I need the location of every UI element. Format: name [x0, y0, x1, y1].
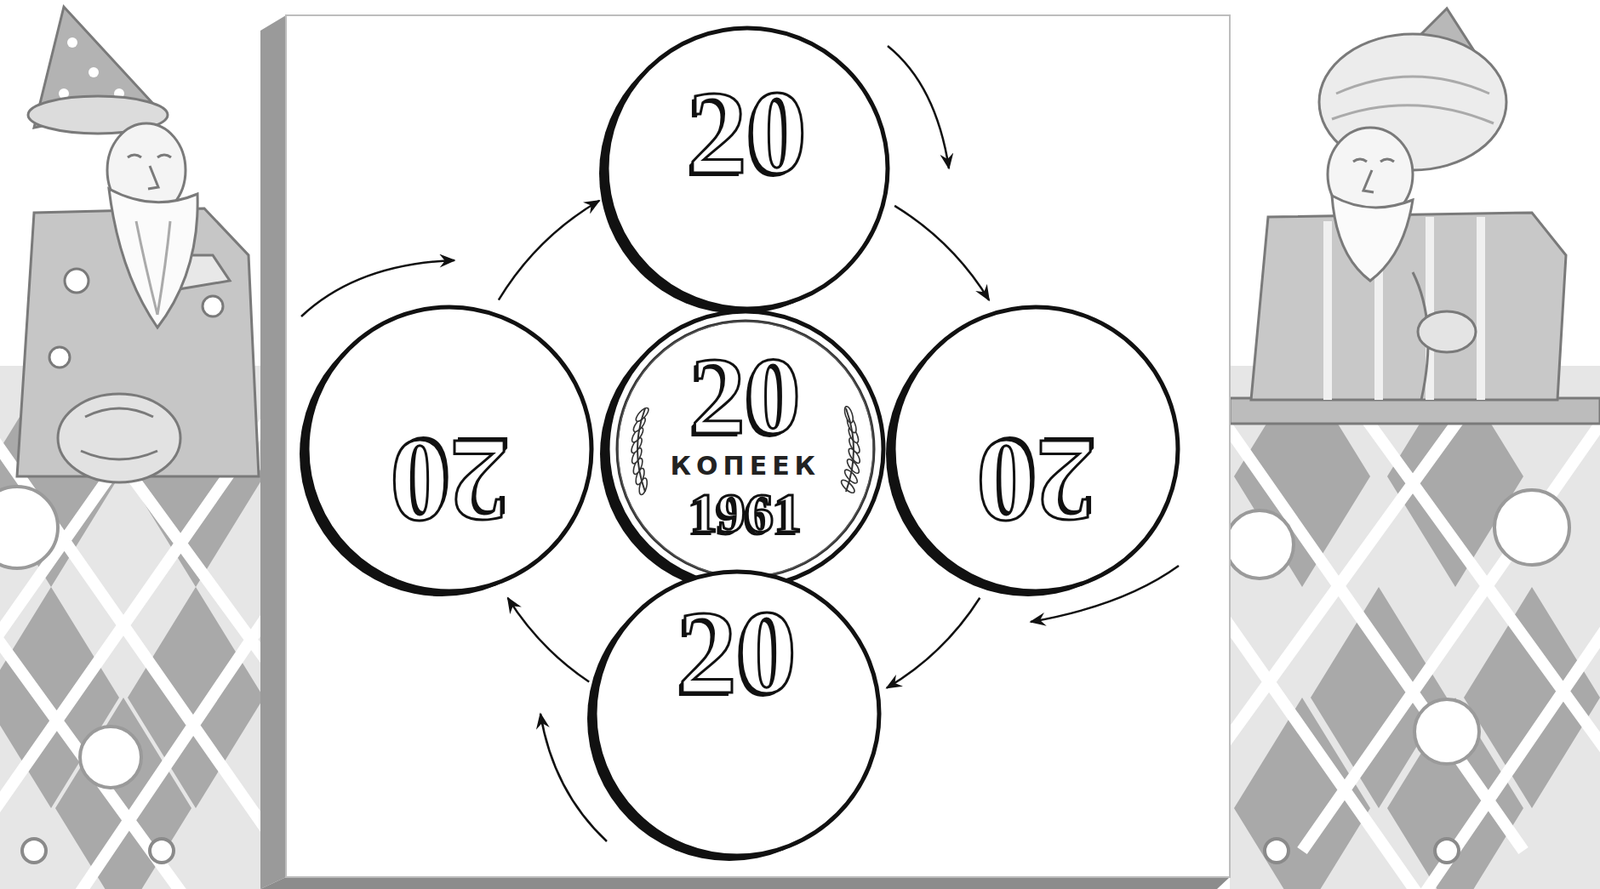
rolling-arrow — [894, 205, 989, 301]
rolling-arrow — [886, 598, 980, 689]
rolling-arrow — [508, 598, 590, 683]
coin: 20 — [304, 304, 595, 595]
coin-legend-text: КОПЕЕК — [670, 453, 822, 480]
coin-value: 20 — [687, 73, 807, 193]
coin-value: 20 — [690, 340, 801, 452]
coin: 20 — [604, 25, 891, 312]
coin: 20 — [891, 304, 1181, 595]
rolling-arrow — [498, 200, 600, 301]
coin-value: 20 — [976, 421, 1096, 541]
coin: 20 — [592, 569, 882, 859]
coin-value: 20 — [677, 593, 797, 713]
coin-value: 1961 — [689, 485, 802, 542]
coin-value: 20 — [389, 421, 509, 541]
center-coin: 20КОПЕЕК 1961 — [605, 308, 886, 590]
